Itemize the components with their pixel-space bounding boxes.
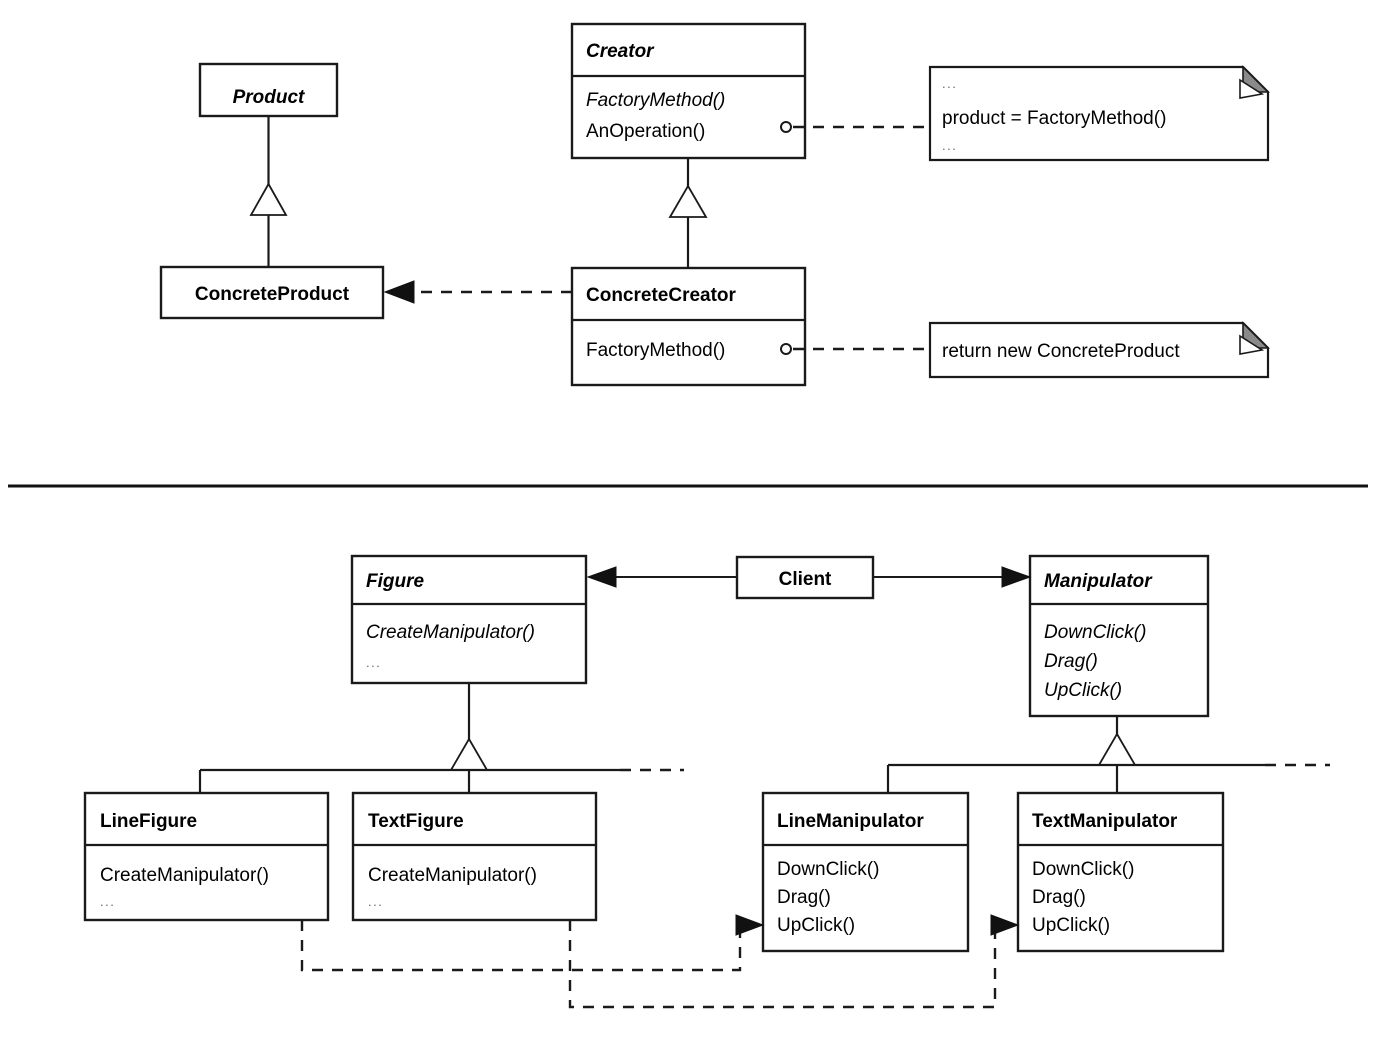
- product-title: Product: [233, 87, 305, 108]
- figure-title: Figure: [366, 571, 424, 592]
- line-figure-operation-createmanipulator: CreateManipulator(): [100, 865, 269, 886]
- generalization-triangle-icon: [449, 737, 489, 771]
- line-manipulator-operation-upclick: UpClick(): [777, 915, 855, 936]
- generalization-triangle-icon: [249, 182, 288, 216]
- creator-operation-anoperation: AnOperation(): [586, 121, 705, 142]
- text-manipulator-operation-upclick: UpClick(): [1032, 915, 1110, 936]
- note-anchor-ball-icon: [780, 343, 792, 355]
- note-anchor-ball-icon: [780, 121, 792, 133]
- panel-factory-method-example: Figure CreateManipulator() ... Client Ma…: [83, 554, 1330, 1009]
- creator-operation-factorymethod: FactoryMethod(): [586, 90, 725, 111]
- dependency-linefigure-to-linemanipulator: [300, 914, 765, 972]
- manipulator-title: Manipulator: [1044, 571, 1153, 592]
- creator-box-rect: [570, 22, 807, 160]
- figure-operation-ellipsis: ...: [366, 655, 381, 670]
- note-fold-inner-icon: [1239, 78, 1265, 99]
- client-title: Client: [779, 569, 832, 590]
- line-manipulator-title: LineManipulator: [777, 811, 924, 832]
- note-body-rect: [928, 65, 1270, 162]
- line-figure-box-rect: [83, 791, 330, 922]
- concrete-product-box-rect: [159, 265, 385, 320]
- dependency-arrowhead-icon: [990, 914, 1020, 936]
- manipulator-box-rect: [1028, 554, 1210, 718]
- dependency-dashed-path: [568, 920, 997, 1009]
- dependency-dashed-path: [300, 920, 742, 972]
- text-manipulator-title: TextManipulator: [1032, 811, 1178, 832]
- line-figure-operation-ellipsis: ...: [100, 894, 115, 909]
- class-box-text-manipulator[interactable]: TextManipulator DownClick() Drag() UpCli…: [1016, 791, 1225, 953]
- line-manipulator-operation-downclick: DownClick(): [777, 859, 879, 880]
- association-arrowhead-icon: [1001, 566, 1032, 588]
- panel-factory-method-structure: Product Creator FactoryMethod() AnOperat…: [159, 22, 1270, 387]
- concrete-creator-operation-factorymethod: FactoryMethod(): [586, 340, 725, 361]
- line-manipulator-operation-drag: Drag(): [777, 887, 831, 908]
- dependency-arrowhead-icon: [383, 280, 415, 304]
- dependency-textfigure-to-textmanipulator: [568, 914, 1020, 1009]
- note-line-2: product = FactoryMethod(): [942, 108, 1166, 129]
- generalization-tree-figure: [198, 683, 684, 793]
- generalization-concretecreator-to-creator: [668, 158, 708, 268]
- class-box-line-manipulator[interactable]: LineManipulator DownClick() Drag() UpCli…: [761, 791, 970, 953]
- product-box-rect: [198, 62, 339, 118]
- association-client-to-manipulator: [873, 566, 1032, 588]
- generalization-tree-manipulator: [886, 716, 1330, 793]
- text-figure-title: TextFigure: [368, 811, 464, 832]
- text-figure-operation-createmanipulator: CreateManipulator(): [368, 865, 537, 886]
- class-box-text-figure[interactable]: TextFigure CreateManipulator() ...: [351, 791, 598, 922]
- generalization-triangle-icon: [1097, 732, 1137, 766]
- note-body-rect: [928, 321, 1270, 379]
- note-line-3: ...: [942, 138, 957, 153]
- figure-operation-createmanipulator: CreateManipulator(): [366, 622, 535, 643]
- generalization-concreteproduct-to-product: [249, 116, 288, 267]
- manipulator-operation-upclick: UpClick(): [1044, 680, 1122, 701]
- concrete-creator-box-rect: [570, 266, 807, 387]
- manipulator-operation-drag: Drag(): [1044, 651, 1098, 672]
- creator-title: Creator: [586, 41, 655, 62]
- class-box-creator[interactable]: Creator FactoryMethod() AnOperation(): [570, 22, 807, 160]
- association-client-to-figure: [586, 566, 737, 588]
- generalization-triangle-icon: [668, 184, 708, 218]
- note-anoperation: ... product = FactoryMethod() ...: [780, 65, 1270, 162]
- dependency-arrowhead-icon: [735, 914, 765, 936]
- concrete-creator-title: ConcreteCreator: [586, 285, 737, 306]
- class-box-concrete-product[interactable]: ConcreteProduct: [159, 265, 385, 320]
- manipulator-operation-downclick: DownClick(): [1044, 622, 1146, 643]
- figure-box-rect: [350, 554, 588, 685]
- class-box-figure[interactable]: Figure CreateManipulator() ...: [350, 554, 588, 685]
- text-manipulator-operation-drag: Drag(): [1032, 887, 1086, 908]
- class-box-product[interactable]: Product: [198, 62, 339, 118]
- class-box-line-figure[interactable]: LineFigure CreateManipulator() ...: [83, 791, 330, 922]
- text-figure-operation-ellipsis: ...: [368, 894, 383, 909]
- concrete-product-title: ConcreteProduct: [195, 284, 350, 305]
- note-factorymethod: return new ConcreteProduct: [780, 321, 1270, 379]
- text-manipulator-operation-downclick: DownClick(): [1032, 859, 1134, 880]
- association-arrowhead-icon: [586, 566, 617, 588]
- dependency-concretecreator-to-concreteproduct: [383, 280, 572, 304]
- class-box-manipulator[interactable]: Manipulator DownClick() Drag() UpClick(): [1028, 554, 1210, 718]
- line-manipulator-box-rect: [761, 791, 970, 953]
- class-box-client[interactable]: Client: [735, 555, 875, 600]
- note-line-1: ...: [942, 76, 957, 91]
- class-box-concrete-creator[interactable]: ConcreteCreator FactoryMethod(): [570, 266, 807, 387]
- note-line-1: return new ConcreteProduct: [942, 341, 1180, 362]
- text-figure-box-rect: [351, 791, 598, 922]
- text-manipulator-box-rect: [1016, 791, 1225, 953]
- note-fold-inner-icon: [1239, 334, 1265, 355]
- line-figure-title: LineFigure: [100, 811, 197, 832]
